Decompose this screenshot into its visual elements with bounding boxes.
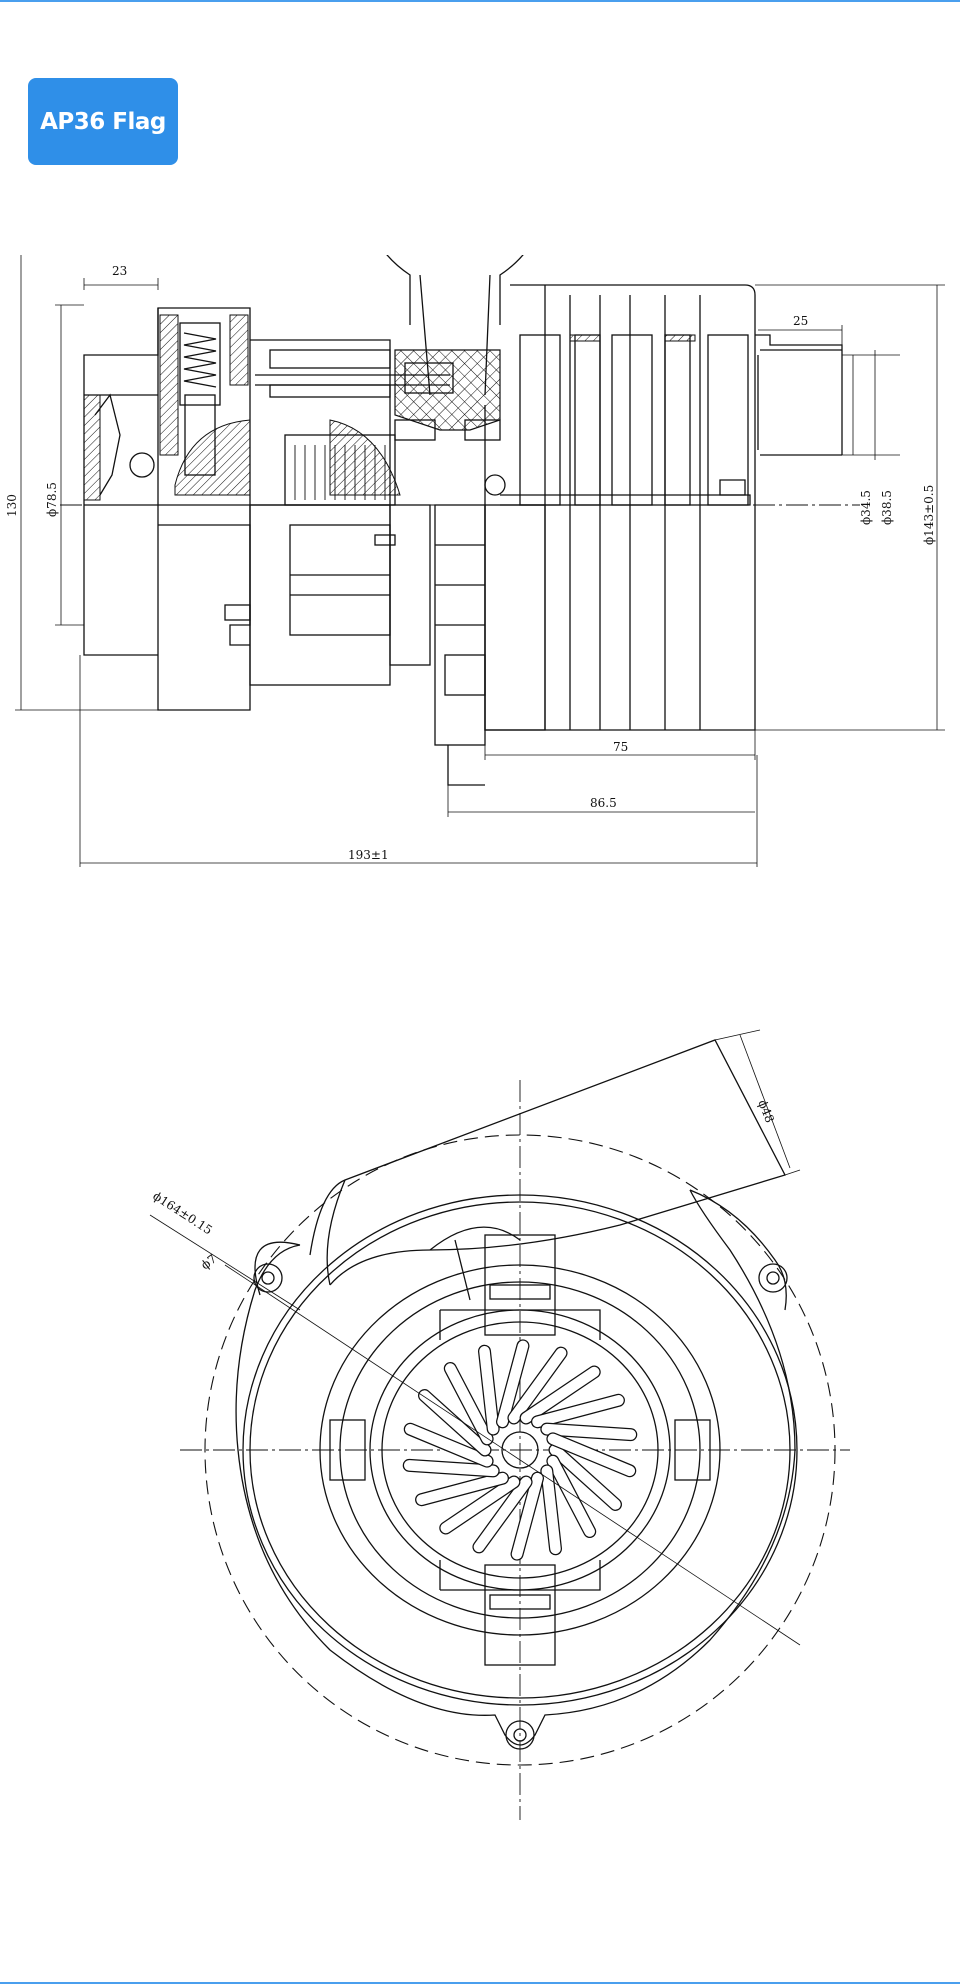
bottom-rule	[0, 1982, 960, 1984]
fan-block-lower	[434, 504, 546, 786]
motor-body-lower	[224, 504, 431, 686]
motor-housing	[319, 1234, 721, 1666]
dimension-labels: 23 130 ϕ78.5 25 ϕ34.5 ϕ38.5 ϕ143±0.5 75 …	[5, 264, 936, 862]
front-view: ϕ48 ϕ164±0.15 ϕ7	[149, 1029, 850, 1820]
motor-armature	[174, 339, 454, 506]
impeller-blade-fill	[541, 1423, 637, 1440]
impeller-blade-fill	[405, 1423, 493, 1467]
dim-dia-143: ϕ143±0.5	[922, 485, 936, 545]
impeller-blade-fill	[520, 1366, 600, 1424]
outlet-pipe	[755, 334, 843, 456]
side-section-view: 23 130 ϕ78.5 25 ϕ34.5 ϕ38.5 ϕ143±0.5 75 …	[5, 255, 945, 867]
model-badge: AP36 Flag	[28, 78, 178, 165]
impeller	[402, 1339, 638, 1561]
dim-dia-164: ϕ164±0.15	[150, 1189, 215, 1238]
dimension-lines	[15, 255, 945, 867]
dim-86-5: 86.5	[590, 796, 617, 810]
impeller-blade-fill	[497, 1340, 529, 1428]
impeller-blade-fill	[416, 1472, 508, 1505]
dim-dia-48: ϕ48	[755, 1098, 777, 1125]
impeller-blade-fill	[403, 1460, 499, 1477]
impeller-blade-fill	[549, 1444, 621, 1510]
impeller-blade-fill	[440, 1476, 520, 1534]
tangential-outlet	[309, 1039, 786, 1301]
dim-dia-34-5: ϕ34.5	[859, 490, 873, 525]
dim-75: 75	[613, 740, 628, 754]
impeller-blade-fill	[419, 1390, 491, 1456]
impeller-blade-fill	[473, 1476, 532, 1553]
front-dimension-labels: ϕ48 ϕ164±0.15 ϕ7	[150, 1098, 777, 1272]
top-rule	[0, 0, 960, 2]
impeller-blade-fill	[445, 1363, 493, 1445]
impeller-blade-fill	[532, 1395, 624, 1428]
impeller-blade-fill	[479, 1345, 499, 1435]
bearing-housing	[83, 307, 251, 711]
bolt-circle	[204, 1134, 836, 1766]
dim-dia-7: ϕ7	[198, 1252, 219, 1273]
inlet-pipe	[386, 255, 524, 441]
impeller-blade-fill	[547, 1455, 595, 1537]
dim-25: 25	[793, 314, 808, 328]
impeller-blade-fill	[508, 1347, 567, 1424]
leader-lines	[149, 1029, 801, 1646]
dim-193: 193±1	[348, 848, 389, 862]
impeller-blade-fill	[547, 1433, 635, 1477]
dim-dia-78-5: ϕ78.5	[45, 482, 59, 517]
dim-130: 130	[5, 494, 19, 517]
dim-23: 23	[112, 264, 127, 278]
impeller-blade-fill	[541, 1465, 561, 1555]
impeller-blade-fill	[511, 1472, 543, 1560]
fan-housing	[484, 284, 756, 731]
dim-dia-38-5: ϕ38.5	[880, 490, 894, 525]
